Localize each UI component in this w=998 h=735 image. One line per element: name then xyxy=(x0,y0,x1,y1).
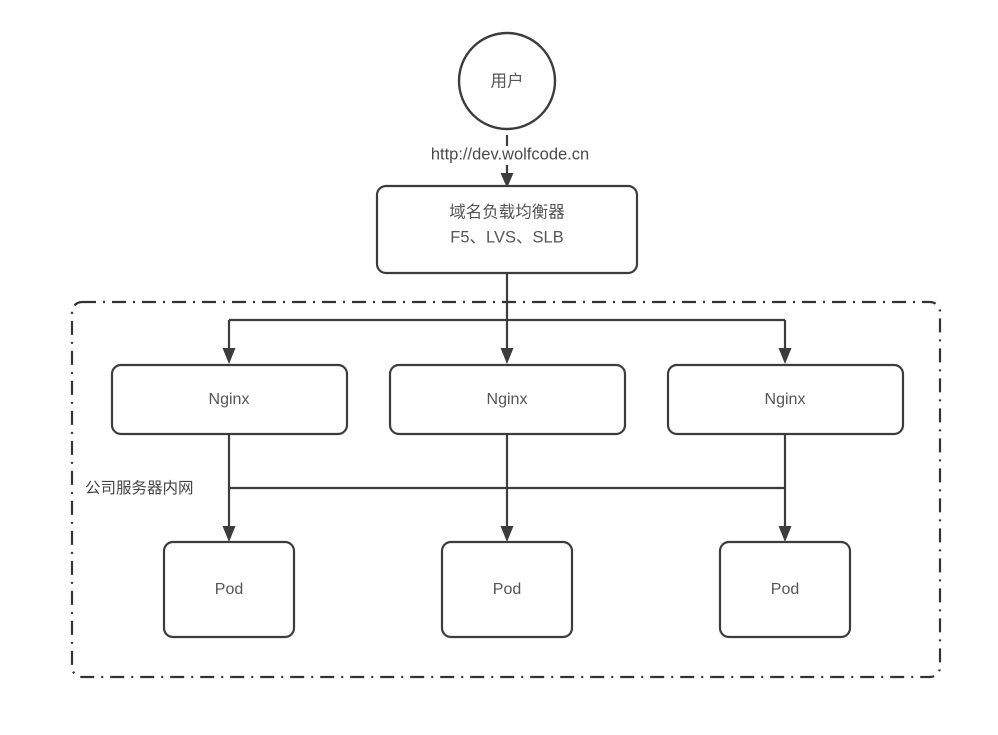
arrow-head-to-nginx-3 xyxy=(778,348,792,364)
node-nginx-1[interactable] xyxy=(110,363,349,436)
arrow-head-to-pod-3 xyxy=(778,526,792,542)
edge-label-user-to-loadbalancer: http://dev.wolfcode.cn xyxy=(431,145,589,163)
node-pod-2[interactable] xyxy=(440,540,574,639)
arrow-head-to-pod-1 xyxy=(222,526,236,542)
node-user[interactable] xyxy=(457,31,557,131)
arrow-head-to-loadbalancer xyxy=(500,173,514,188)
arrow-head-to-nginx-2 xyxy=(500,348,514,364)
node-load-balancer-label-line2: F5、LVS、SLB xyxy=(450,228,563,246)
node-pod-3[interactable] xyxy=(718,540,852,639)
node-pod-1[interactable] xyxy=(162,540,296,639)
node-load-balancer[interactable] xyxy=(375,184,639,275)
node-nginx-3-label: Nginx xyxy=(765,391,806,408)
node-nginx-3[interactable] xyxy=(666,363,905,436)
node-user-label: 用户 xyxy=(491,71,524,90)
node-pod-1-label: Pod xyxy=(215,581,243,598)
arrow-head-to-pod-2 xyxy=(500,526,514,542)
arrow-head-to-nginx-1 xyxy=(222,348,236,364)
node-pod-2-label: Pod xyxy=(493,581,521,598)
node-nginx-1-label: Nginx xyxy=(209,391,250,408)
internal-network-zone-label: 公司服务器内网 xyxy=(85,479,194,497)
node-nginx-2[interactable] xyxy=(388,363,627,436)
node-load-balancer-label-line1: 域名负载均衡器 xyxy=(449,202,565,221)
node-nginx-2-label: Nginx xyxy=(487,391,528,408)
node-pod-3-label: Pod xyxy=(771,581,799,598)
